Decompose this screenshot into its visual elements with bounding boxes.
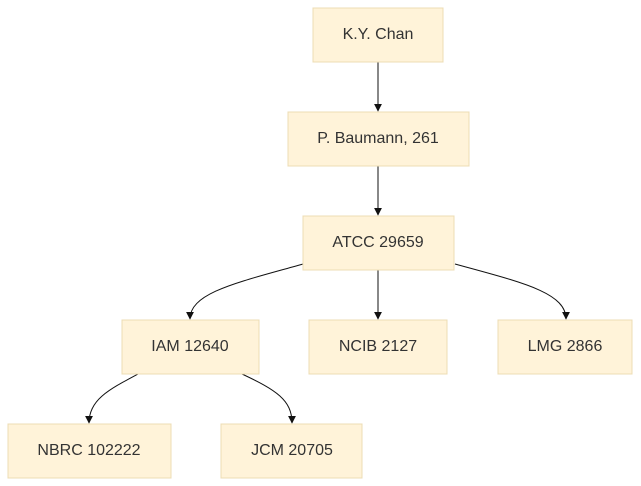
node-lmg-2866: LMG 2866 <box>497 319 633 375</box>
node-label: P. Baumann, 261 <box>317 130 439 147</box>
edge-n3-n4 <box>186 263 304 320</box>
edge-n4-n7 <box>85 373 139 424</box>
node-ncib-2127: NCIB 2127 <box>308 319 448 375</box>
node-label: JCM 20705 <box>251 442 333 459</box>
node-nbrc-102222: NBRC 102222 <box>7 423 172 479</box>
edge-n4-n8 <box>241 373 296 424</box>
node-label: K.Y. Chan <box>343 26 414 43</box>
edge-n3-n6 <box>454 263 570 320</box>
node-label: IAM 12640 <box>151 338 228 355</box>
node-atcc-29659: ATCC 29659 <box>302 215 455 271</box>
node-k-y-chan: K.Y. Chan <box>312 7 444 63</box>
node-label: LMG 2866 <box>528 338 603 355</box>
edges <box>85 62 570 424</box>
node-jcm-20705: JCM 20705 <box>220 423 363 479</box>
node-iam-12640: IAM 12640 <box>121 319 260 375</box>
node-label: NCIB 2127 <box>339 338 417 355</box>
node-p-baumann-261: P. Baumann, 261 <box>287 111 470 167</box>
node-label: ATCC 29659 <box>332 234 423 251</box>
node-label: NBRC 102222 <box>37 442 140 459</box>
